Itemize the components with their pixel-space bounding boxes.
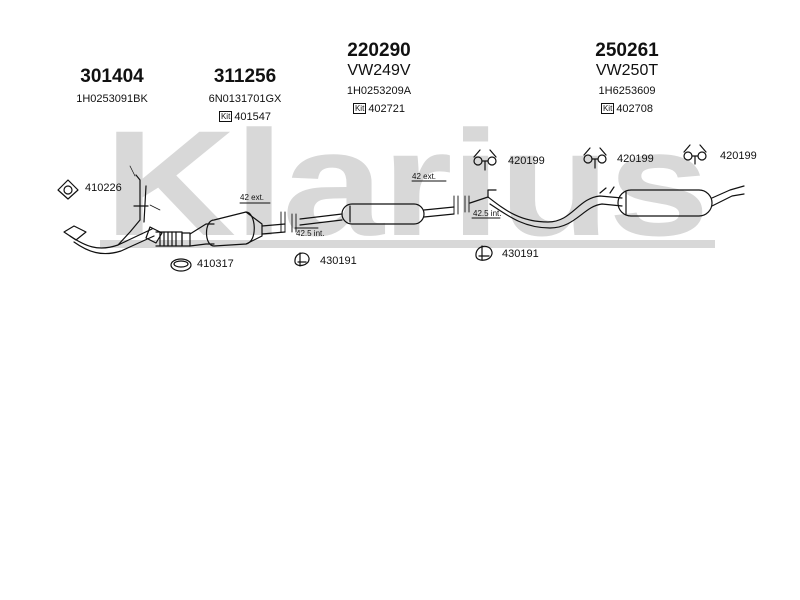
kit-number: 402708: [616, 103, 654, 115]
part-number: 301404: [80, 66, 144, 87]
clamp-label-middle: 430191: [320, 255, 357, 267]
part-number: 311256: [213, 66, 277, 87]
part-number: 250261: [595, 40, 659, 61]
kit-badge: Kit: [600, 103, 615, 114]
hanger-icon: [473, 149, 497, 171]
ring-icon: [170, 258, 192, 272]
oem-number: 1H6253609: [598, 85, 656, 97]
dim-int-2: 42.5 int.: [473, 209, 502, 218]
part-number: 220290: [347, 40, 411, 61]
kit-number: 401547: [234, 111, 272, 123]
flexi-pipe-icon: [155, 231, 191, 247]
hanger-label-2: 420199: [617, 153, 654, 165]
kit-number: 402721: [368, 103, 406, 115]
dim-ext-2: 42 ext.: [412, 172, 437, 181]
clamp-label-right: 430191: [502, 248, 539, 260]
leader-lines: [129, 165, 161, 211]
watermark-underline: [100, 240, 715, 248]
rear-silencer-icon: [469, 185, 745, 229]
front-downpipe-icon: [63, 174, 163, 255]
model-code: VW249V: [347, 62, 411, 79]
model-code: VW250T: [595, 62, 659, 79]
gasket-icon: [57, 179, 79, 200]
middle-silencer-icon: [299, 203, 455, 226]
kit-badge: Kit: [352, 103, 367, 114]
hanger-label-1: 420199: [508, 155, 545, 167]
hanger-icon: [683, 144, 707, 165]
hanger-icon: [583, 147, 607, 169]
dimension-marks-2: [411, 180, 501, 219]
ring-label: 410317: [197, 258, 234, 270]
kit-badge: Kit: [218, 111, 233, 122]
brand-watermark: Klarius: [104, 99, 710, 267]
hanger-label-3: 420199: [720, 150, 757, 162]
dim-ext-1: 42 ext.: [240, 193, 265, 202]
oem-number: 6N0131701GX: [208, 93, 282, 105]
oem-number: 1H0253091BK: [76, 93, 148, 105]
catalyst-icon: [189, 211, 286, 247]
oem-number: 1H0253209A: [346, 85, 412, 97]
gasket-label: 410226: [85, 182, 122, 194]
part-group-downpipe: 301404 1H0253091BK: [62, 66, 162, 106]
dimension-marks-1: [239, 202, 319, 233]
clamp-icon: [475, 245, 493, 261]
clamp-icon: [294, 252, 310, 267]
dim-int-1: 42.5 int.: [296, 229, 325, 238]
